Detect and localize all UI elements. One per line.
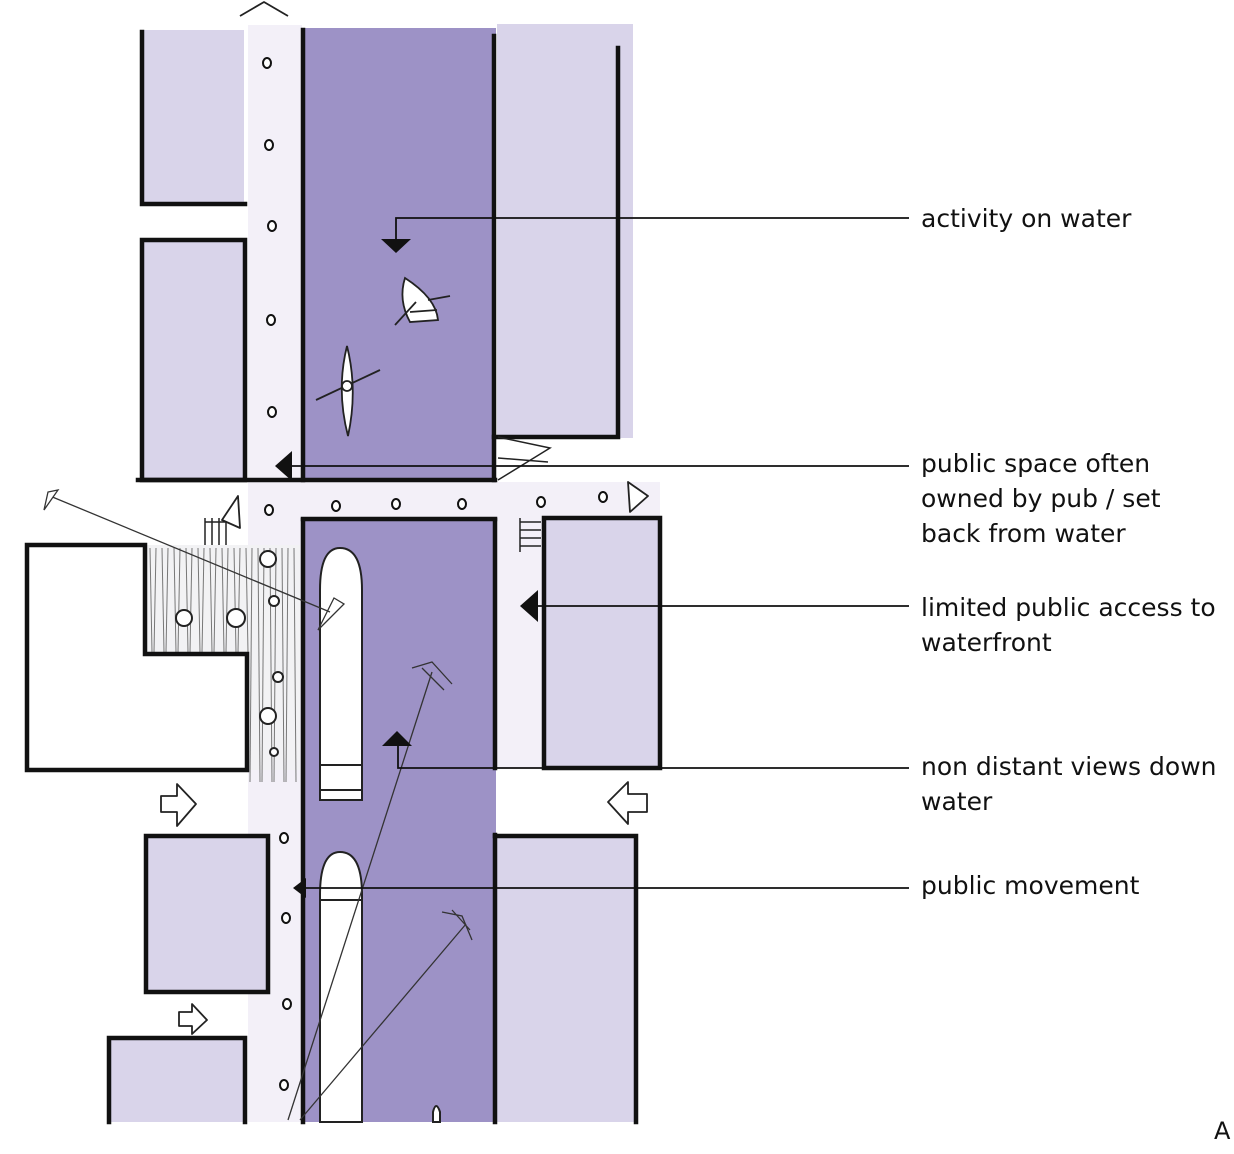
arrowhead-left-3 [293,878,306,898]
hatch-line [149,547,153,653]
outlines [24,27,663,1125]
leader-arrowheads [275,239,538,898]
bollard [279,1079,289,1091]
building-ne [497,24,633,438]
building-sw-2 [108,1038,245,1122]
bollard [391,498,401,510]
arrow-right-2 [178,1003,208,1035]
bollard [262,57,272,69]
sight-lines [43,489,473,1121]
hatch-line [293,547,297,783]
movement-arrows [160,1,649,1035]
label-views-down-water: non distant views down water [921,752,1217,816]
pub-building [27,545,247,770]
hatch-line [177,547,181,653]
hatch-line [285,547,289,783]
hatch-line [197,547,201,653]
arrowhead-left-1 [275,451,292,481]
cafe-tables [175,550,284,757]
hatch-line [281,547,285,783]
label-public-space: public space often owned by pub / set ba… [921,449,1161,548]
hatch-line [245,547,249,653]
hatch-line [225,547,229,653]
bollards [262,57,608,1091]
bollard [536,496,546,508]
narrowboat-2 [319,850,363,1123]
rowing-boat [394,276,451,326]
bollard [281,912,291,924]
building-se [497,835,637,1122]
bollard [267,406,277,418]
hatch-line [233,547,237,653]
gate-marker-east [627,481,649,513]
label-activity-on-water: activity on water [921,204,1132,233]
hatch-line [257,547,261,783]
hatch-line [185,547,189,653]
gate-marker-west [221,495,241,529]
hatch-line [189,547,193,653]
building-nw-1 [141,30,244,204]
narrowboat-3 [432,1105,441,1123]
towpath-east-lower [497,518,543,768]
bollard [598,491,608,503]
hatch-line [153,547,157,653]
bollard [266,314,276,326]
bridge-steps [204,436,552,552]
bollard [282,998,292,1010]
canal-upper [302,28,496,482]
arrowhead-left-2 [520,590,538,622]
narrowboats [319,546,441,1123]
bollard [267,220,277,232]
bollard [279,832,289,844]
table [259,707,277,725]
hatch-line [161,547,165,653]
table [226,608,246,628]
arrowhead-down [381,239,411,253]
hatch-line [249,547,253,783]
hatch-line [201,547,205,653]
bollard [264,504,274,516]
hatch-line [237,547,241,653]
hatch-line [165,547,169,653]
kayak [315,345,381,437]
hatch-line [209,547,213,653]
arrow-right-1 [160,783,197,827]
table [175,609,193,627]
triangle-top [239,1,289,17]
table [268,595,280,607]
hatch-line [261,547,265,783]
building-nw-2 [141,240,246,480]
leader-lines [290,217,909,889]
leader-views [397,745,909,769]
bollard [264,139,274,151]
table [259,550,277,568]
label-public-movement: public movement [921,871,1140,900]
arrow-left-1 [607,781,648,825]
hatch-line [273,547,277,783]
panel-letter: A [1214,1117,1231,1145]
narrowboat-1 [319,546,363,801]
table [272,671,284,683]
towpath-crossing [248,482,660,518]
building-e-mid [543,518,660,768]
arrowhead-up [382,731,412,746]
bollard [457,498,467,510]
hatch-line [221,547,225,653]
leader-activity [395,217,909,240]
hatch-line [173,547,177,653]
bollard [331,500,341,512]
label-limited-access: limited public access to waterfront [921,593,1216,657]
table [269,747,279,757]
building-sw-1 [146,835,268,992]
